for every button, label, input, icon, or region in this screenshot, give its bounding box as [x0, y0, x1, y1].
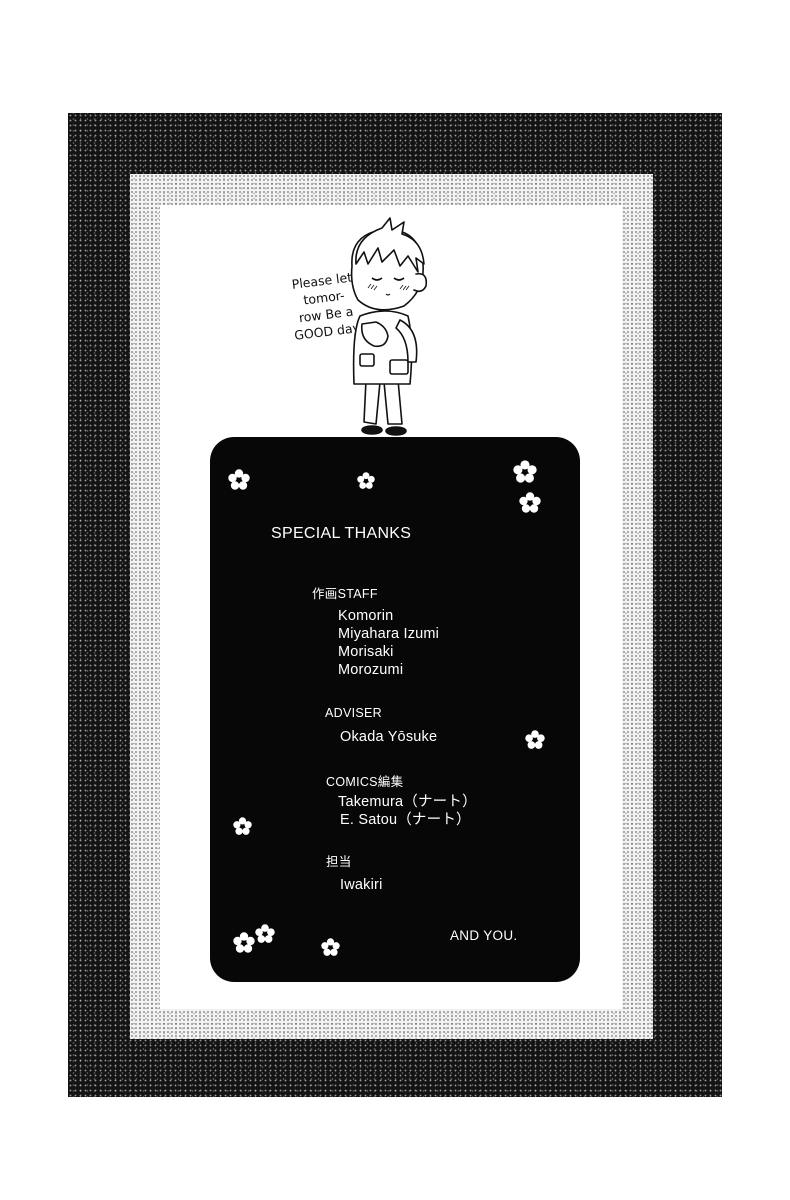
section-label-in-charge: 担当: [326, 855, 352, 869]
credit-name: Iwakiri: [340, 877, 383, 893]
credits-text-block: SPECIAL THANKS 作画STAFF Komorin Miyahara …: [210, 437, 580, 982]
credit-name: Morozumi: [338, 662, 404, 678]
credit-name: Okada Yōsuke: [340, 729, 438, 745]
section-label-comics-editor: COMICS編集: [326, 775, 404, 789]
credit-name: Komorin: [338, 608, 394, 624]
section-label-staff: 作画STAFF: [312, 587, 378, 601]
credit-name: Miyahara Izumi: [338, 626, 440, 642]
chibi-character-illustration: [350, 217, 428, 436]
credit-name: E. Satou（ナート）: [340, 812, 471, 828]
credits-panel: [210, 437, 580, 982]
credits-heading: SPECIAL THANKS: [271, 525, 412, 542]
closing-text: AND YOU.: [450, 928, 518, 943]
section-label-adviser: ADVISER: [325, 706, 382, 720]
credit-name: Morisaki: [338, 644, 394, 660]
credit-name: Takemura（ナート）: [338, 794, 477, 810]
